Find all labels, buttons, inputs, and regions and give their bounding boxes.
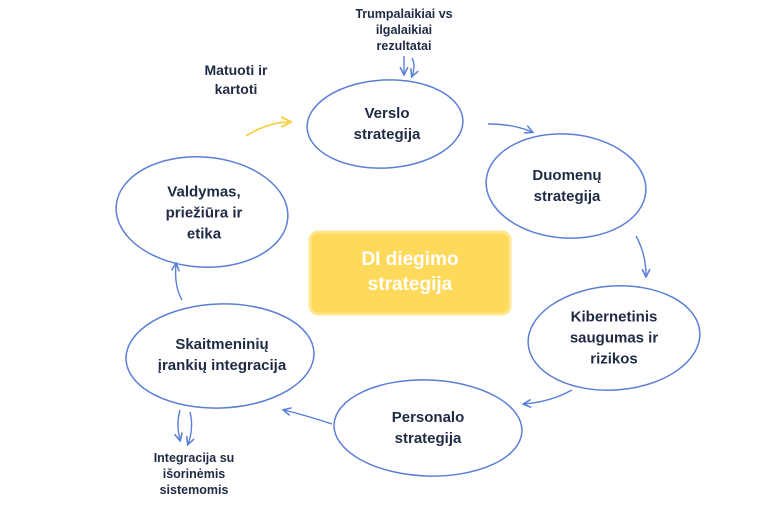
note-top: Trumpalaikiai vs ilgalaikiai rezultatai — [355, 7, 453, 53]
arrow-loop — [245, 122, 290, 137]
arrow-personalo-to-skaitmeniniu — [284, 410, 333, 425]
arrow-verslo-to-duomenu — [487, 123, 532, 132]
node-duomenu-ellipse — [485, 133, 647, 239]
center-label: DI diegimo strategija — [361, 249, 459, 295]
node-kibernetinis-ellipse — [527, 285, 701, 391]
arrow-skaitmeniniu-to-valdymas — [176, 264, 183, 301]
node-personalo-label: Personalo strategija — [391, 409, 465, 447]
node-duomenu-label: Duomenų strategija — [532, 167, 602, 205]
note-loop: Matuoti ir kartoti — [204, 62, 268, 97]
note-bottom: Integracija su išorinėmis sistemomis — [153, 451, 235, 497]
arrow-duomenu-to-kibernetinis — [635, 235, 646, 276]
node-kibernetinis-label: Kibernetinis saugumas ir rizikos — [569, 308, 659, 368]
node-skaitmeniniu-ellipse — [125, 303, 315, 409]
arrow-bottom-note-1 — [178, 409, 180, 440]
node-verslo-ellipse — [306, 79, 464, 169]
center-box — [308, 230, 512, 316]
node-verslo-label: Verslo strategija — [353, 105, 421, 143]
arrow-kibernetinis-to-personalo — [524, 389, 573, 404]
arrow-bottom-note-2 — [188, 411, 192, 444]
node-valdymas-label: Valdymas, priežiūra ir etika — [165, 183, 243, 243]
node-skaitmeniniu-label: Skaitmeninių įrankių integracija — [157, 336, 287, 374]
node-personalo-ellipse — [333, 379, 523, 477]
node-valdymas-ellipse — [115, 156, 289, 268]
arrow-top-note-2 — [412, 57, 414, 76]
